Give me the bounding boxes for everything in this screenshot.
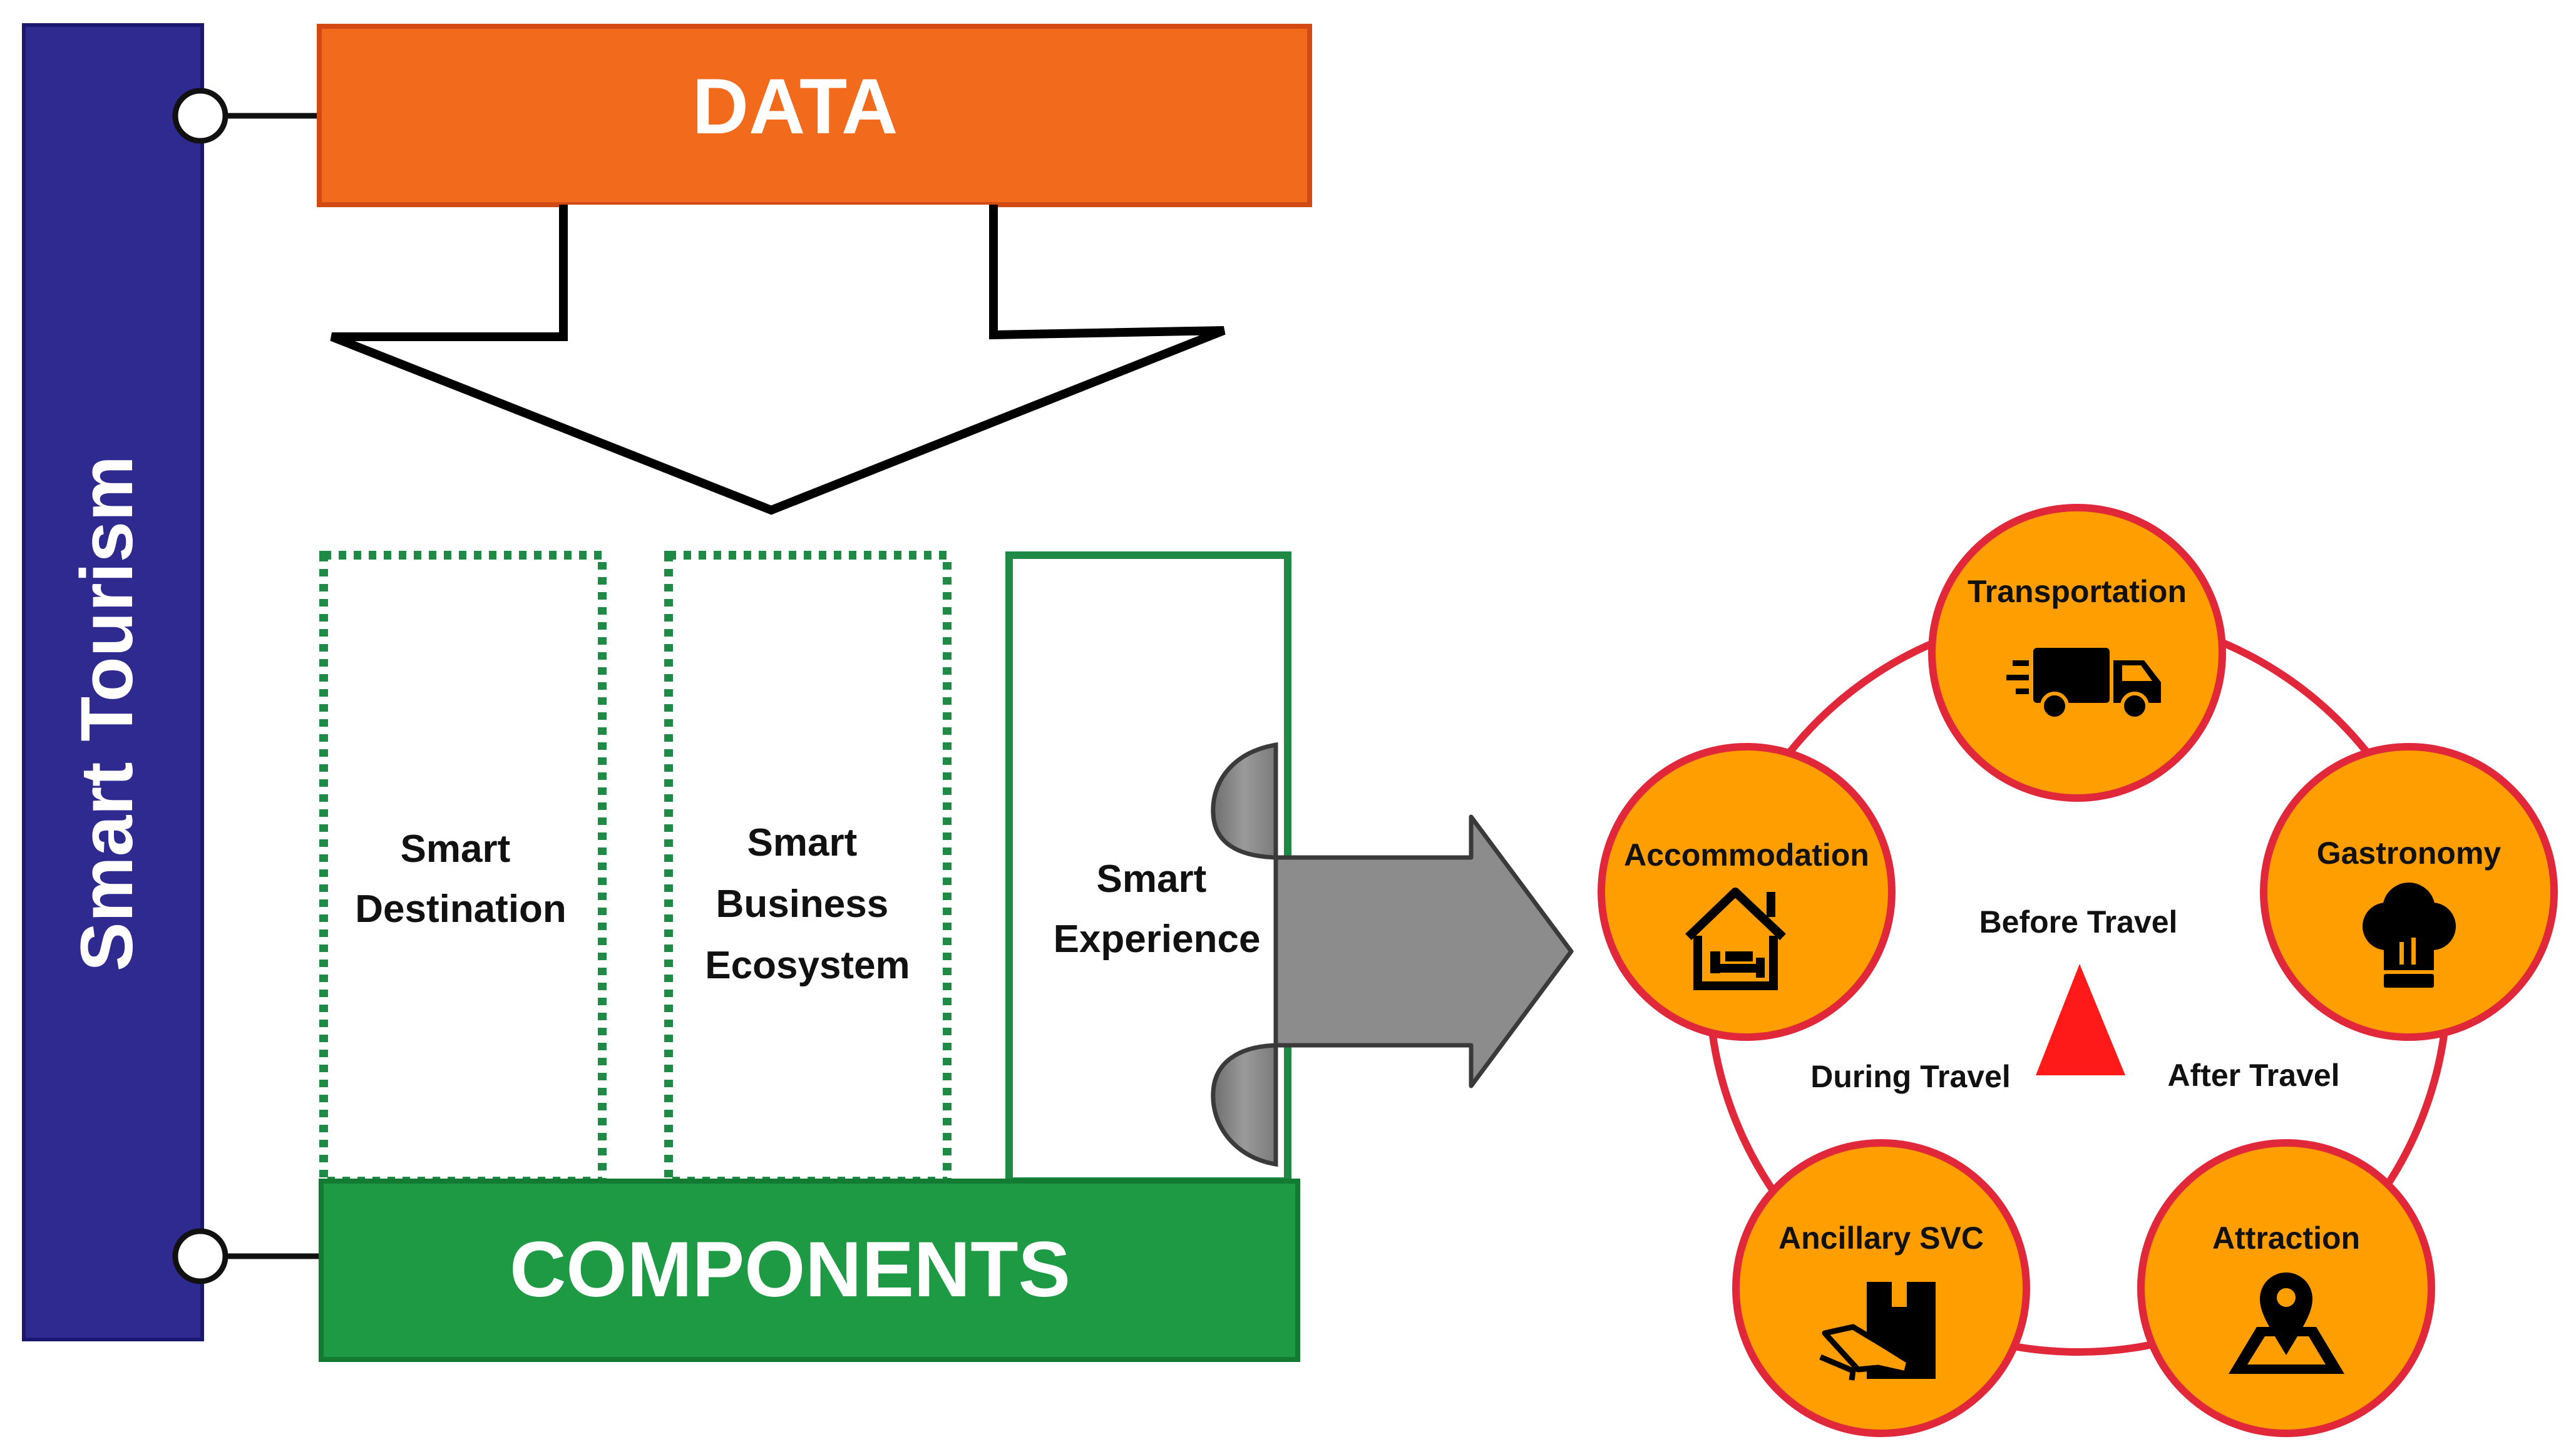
components-box: COMPONENTS bbox=[319, 1179, 1300, 1362]
node-label: Gastronomy bbox=[2317, 836, 2502, 871]
smart-tourism-bar-bg bbox=[22, 23, 204, 1341]
home-bed-icon bbox=[1685, 888, 1786, 990]
package-handshake-icon bbox=[1819, 1282, 1936, 1381]
experience-arrow bbox=[1211, 742, 1574, 1167]
node-transportation: Transportation bbox=[1928, 504, 2226, 802]
node-gastronomy: Gastronomy bbox=[2260, 743, 2558, 1041]
node-accommodation: Accommodation bbox=[1598, 743, 1896, 1041]
component-label-line: Business bbox=[716, 883, 889, 926]
node-label: Ancillary SVC bbox=[1778, 1221, 1984, 1256]
svg-text:Smart Destination: Smart Destination bbox=[355, 827, 567, 931]
component-label-line: Smart bbox=[747, 821, 858, 864]
phase-after-travel: After Travel bbox=[2167, 1058, 2339, 1093]
component-label-line: Smart bbox=[401, 827, 511, 871]
smart-tourism-bar: Smart Tourism bbox=[22, 23, 204, 1341]
components-label: COMPONENTS bbox=[510, 1226, 1070, 1313]
delivery-truck-icon bbox=[2006, 648, 2161, 720]
component-label-line: Destination bbox=[355, 888, 567, 931]
phase-during-travel: During Travel bbox=[1810, 1059, 2011, 1094]
svg-text:Smart Business Eco: Smart Business Ecosystem bbox=[705, 821, 910, 987]
map-pin-icon bbox=[2229, 1272, 2344, 1374]
connector-node bbox=[172, 1228, 228, 1284]
node-label: Attraction bbox=[2212, 1221, 2360, 1256]
component-label-line: Ecosystem bbox=[705, 944, 910, 987]
smart-tourism-label: Smart Tourism bbox=[66, 456, 148, 971]
node-label: Accommodation bbox=[1624, 837, 1869, 873]
component-smart-destination: Smart Destination bbox=[319, 551, 607, 1185]
node-ancillary-svc: Ancillary SVC bbox=[1732, 1139, 2030, 1437]
chef-hat-icon bbox=[2363, 883, 2456, 988]
component-smart-business-ecosystem: Smart Business Ecosystem bbox=[664, 551, 952, 1185]
component-label-line: Smart bbox=[1097, 858, 1207, 901]
data-box: DATA bbox=[317, 24, 1312, 207]
node-attraction: Attraction bbox=[2137, 1139, 2435, 1437]
connector-node bbox=[172, 88, 228, 144]
component-label-line: Experience bbox=[1054, 918, 1261, 961]
down-arrow bbox=[330, 205, 1226, 515]
component-smart-experience-label: Smart Experience bbox=[1054, 858, 1261, 961]
phase-before-travel: Before Travel bbox=[1979, 904, 2178, 939]
travel-cycle: Transportation Gastronomy bbox=[1598, 504, 2558, 1437]
node-label: Transportation bbox=[1968, 574, 2187, 609]
phase-triangle bbox=[2036, 964, 2125, 1075]
bar-connector-data bbox=[172, 88, 319, 144]
data-label: DATA bbox=[692, 63, 898, 150]
bar-connector-components bbox=[172, 1228, 319, 1284]
